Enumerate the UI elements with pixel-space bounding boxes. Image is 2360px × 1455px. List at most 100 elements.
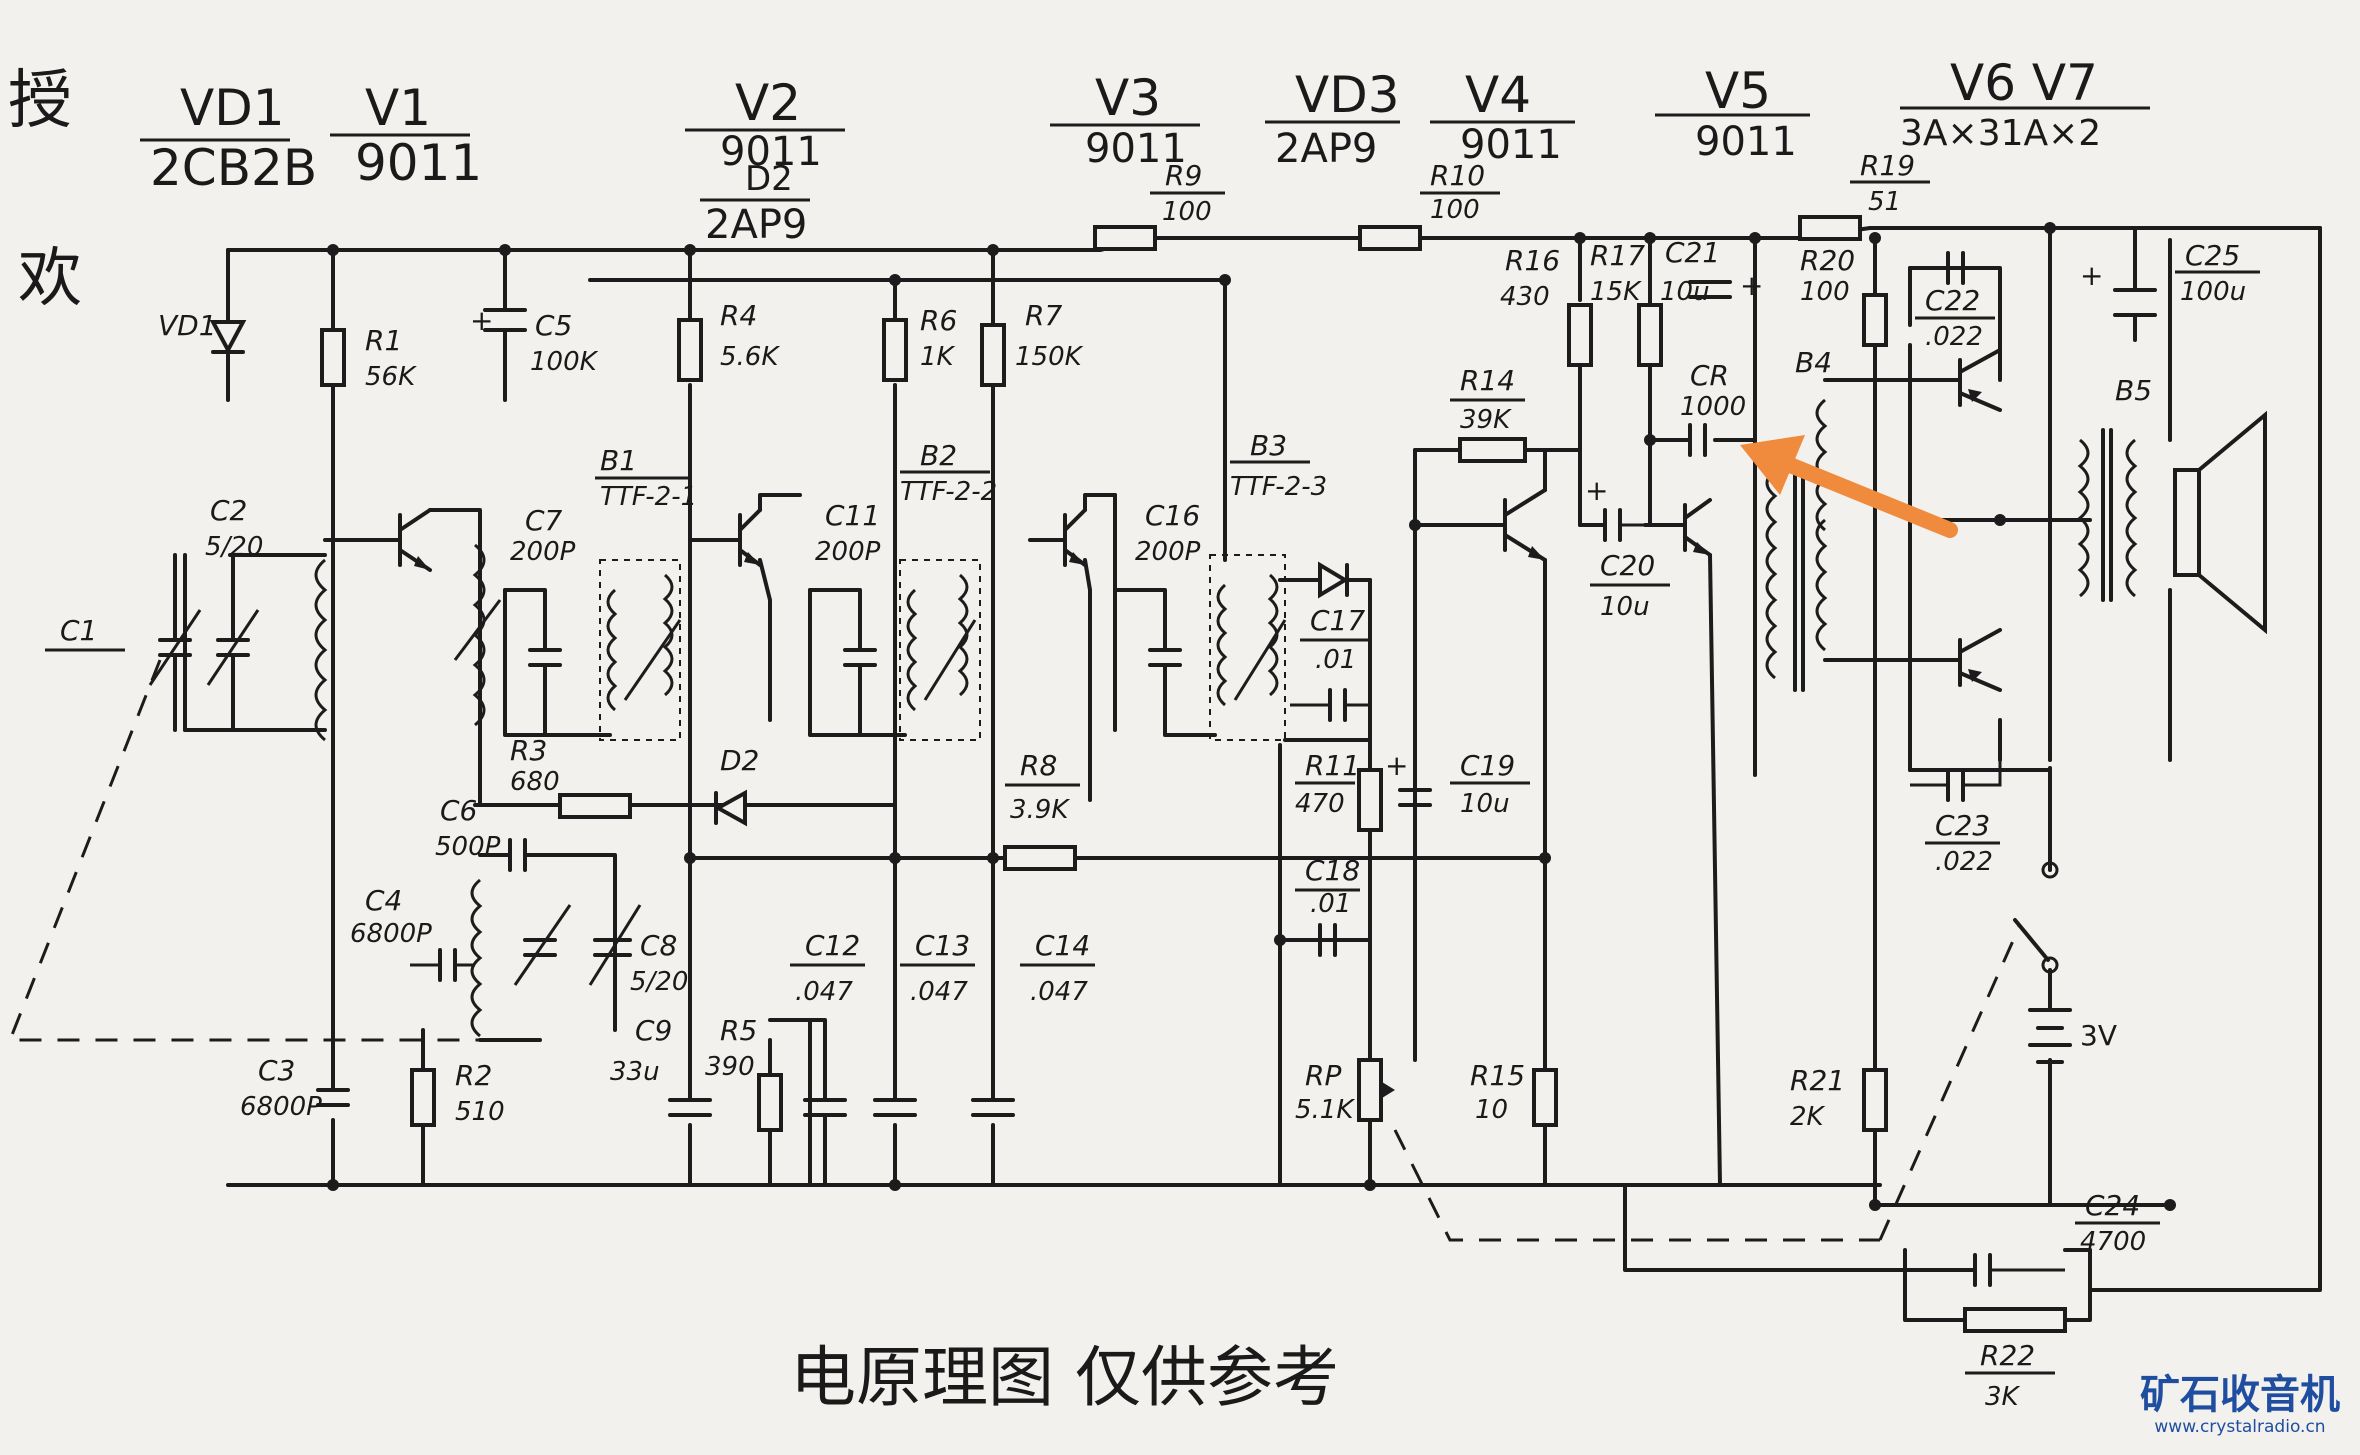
potentiometer-rp: RP 5.1K: [1295, 1058, 1395, 1125]
oscillator-coil: [470, 853, 642, 1042]
capacitor-c12: C12 .047: [790, 929, 865, 1187]
header-part: 9011: [1085, 126, 1187, 172]
c25-value: 100u: [2180, 277, 2246, 307]
resistor-r6: R6 1K: [882, 304, 957, 382]
c18-value: .01: [1310, 889, 1351, 919]
capacitor-c3: C3 6800P: [240, 1054, 350, 1122]
r14-value: 39K: [1460, 405, 1512, 435]
r3-value: 680: [510, 767, 560, 797]
capacitor-c7: C7 200P: [503, 504, 612, 737]
c19-value: 10u: [1460, 789, 1510, 819]
transistor-v3: [1063, 508, 1087, 567]
header-part: 3A×31A×2: [1900, 113, 2101, 154]
diode-vd3: [1318, 561, 1349, 599]
r17-ref: R17: [1590, 239, 1645, 272]
resistor-r15: R15 10: [1470, 1059, 1558, 1127]
resistor-r16: R16 430: [1500, 244, 1593, 367]
header-part: 9011: [1695, 119, 1797, 165]
header-part: 9011: [1460, 122, 1562, 168]
vd1-label: VD1: [158, 309, 217, 342]
c20-value: 10u: [1600, 592, 1650, 622]
resistor-r11: R11 470: [1295, 749, 1383, 832]
c24-ref: C24: [2085, 1189, 2140, 1222]
r16-ref: R16: [1505, 244, 1560, 277]
r4-ref: R4: [720, 299, 757, 332]
r5-ref: R5: [720, 1014, 757, 1047]
c23-ref: C23: [1935, 809, 1990, 842]
svg-text:+: +: [1385, 749, 1408, 782]
c13-ref: C13: [915, 929, 970, 962]
r20-value: 100: [1800, 277, 1850, 307]
header-extra-name: D2: [745, 159, 793, 199]
b2-value: TTF-2-2: [900, 477, 997, 507]
resistor-r4: R4 5.6K: [677, 299, 780, 382]
resistor-r22: R22 3K: [1963, 1307, 2067, 1412]
c25-ref: C25: [2185, 239, 2240, 272]
r1-ref: R1: [365, 324, 402, 357]
resistor-r7: R7 150K: [980, 299, 1084, 387]
resistor-r17: R17 15K: [1590, 239, 1663, 367]
capacitor-c23: C23 .022: [1910, 760, 2002, 877]
capacitor-c4: C4 6800P: [350, 884, 475, 982]
r6-value: 1K: [920, 342, 956, 372]
capacitor-c1-c2: C1 C2 5/20: [45, 494, 263, 732]
header-part: 2AP9: [1275, 126, 1377, 172]
capacitor-c13: C13 .047: [873, 929, 975, 1117]
b1-value: TTF-2-1: [600, 482, 697, 512]
side-note-2: 欢: [18, 242, 82, 316]
header-v1: V1 9011: [330, 79, 482, 192]
ganged-tuning-lines: [7, 659, 2022, 1242]
transistor-v6: [1958, 348, 2002, 412]
r6-ref: R6: [920, 304, 957, 337]
transformer-b3: B3 TTF-2-3: [1209, 429, 1327, 741]
rp-ref: RP: [1305, 1059, 1341, 1092]
header-v3: V3 9011: [1050, 69, 1200, 172]
transformer-b5: B5: [2077, 374, 2152, 602]
c9-ref: C9: [635, 1014, 672, 1047]
power-switch: [2013, 861, 2059, 974]
header-v4: V4 9011: [1430, 66, 1575, 168]
r7-ref: R7: [1025, 299, 1062, 332]
c5-ref: C5: [535, 309, 572, 342]
capacitor-c11: C11 200P: [808, 499, 907, 737]
c2-value: 5/20: [205, 532, 263, 562]
capacitor-c21: + C21 10u: [1660, 236, 1763, 307]
c11-ref: C11: [825, 499, 880, 532]
speaker-icon: [2173, 410, 2267, 635]
watermark-name: 矿石收音机: [2140, 1372, 2340, 1418]
r11-value: 470: [1295, 789, 1345, 819]
r19-ref: R19: [1860, 149, 1915, 182]
resistor-r10: R10 100: [1358, 159, 1500, 251]
transistor-v2: [738, 508, 762, 567]
header-name: VD1: [180, 79, 285, 137]
r14-ref: R14: [1460, 364, 1515, 397]
resistor-r1: R1 56K: [320, 324, 417, 392]
capacitor-c16: C16 200P: [1113, 499, 1217, 737]
header-name: V6 V7: [1950, 54, 2098, 112]
svg-text:+: +: [2080, 259, 2103, 292]
header-v2: V2 9011 D2 2AP9: [685, 74, 845, 248]
resistor-r3: R3 680: [510, 734, 632, 819]
header-name: V2: [735, 74, 801, 132]
header-name: VD3: [1295, 66, 1400, 124]
c16-value: 200P: [1135, 537, 1201, 567]
capacitor-c20: + C20 10u: [1585, 474, 1670, 622]
c16-ref: C16: [1145, 499, 1200, 532]
rp-value: 5.1K: [1295, 1095, 1355, 1125]
transistor-v5: [1683, 498, 1712, 557]
c6-ref: C6: [440, 794, 477, 827]
r22-ref: R22: [1980, 1339, 2035, 1372]
capacitor-c14: C14 .047: [971, 929, 1095, 1117]
resistor-r14: R14 39K: [1450, 364, 1527, 463]
c23-value: .022: [1935, 847, 1993, 877]
c14-ref: C14: [1035, 929, 1090, 962]
r2-ref: R2: [455, 1059, 492, 1092]
transistor-v1: [398, 508, 432, 572]
c17-ref: C17: [1310, 604, 1365, 637]
header-vd3: VD3 2AP9: [1265, 66, 1400, 172]
caption: 电原理图 仅供参考: [790, 1339, 1339, 1416]
capacitor-c25: + C25 100u: [2080, 239, 2260, 317]
c2-label: C2: [210, 494, 247, 527]
r9-value: 100: [1162, 197, 1212, 227]
